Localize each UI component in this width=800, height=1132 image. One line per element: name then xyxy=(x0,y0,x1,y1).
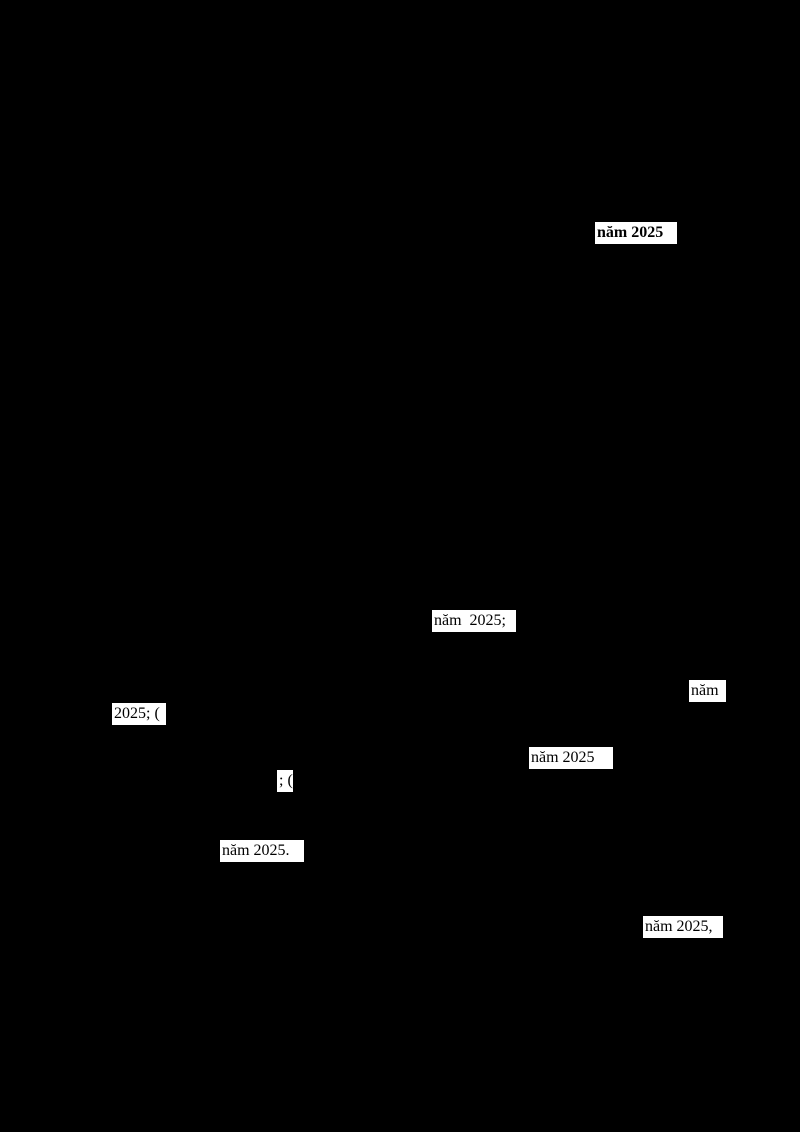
text-fragment-year-2: năm 2025 xyxy=(529,747,613,769)
text-fragment-year-1: năm 2025; xyxy=(432,610,516,632)
text-fragment-semicolon-paren: ; ( xyxy=(277,770,293,792)
text-fragment-heading-year: năm 2025 xyxy=(595,222,677,244)
text-fragment-nam: năm xyxy=(689,680,726,702)
text-fragment-year-3: năm 2025. xyxy=(220,840,304,862)
text-fragment-2025-paren: 2025; ( xyxy=(112,703,166,725)
text-fragment-year-4: năm 2025, xyxy=(643,916,723,938)
